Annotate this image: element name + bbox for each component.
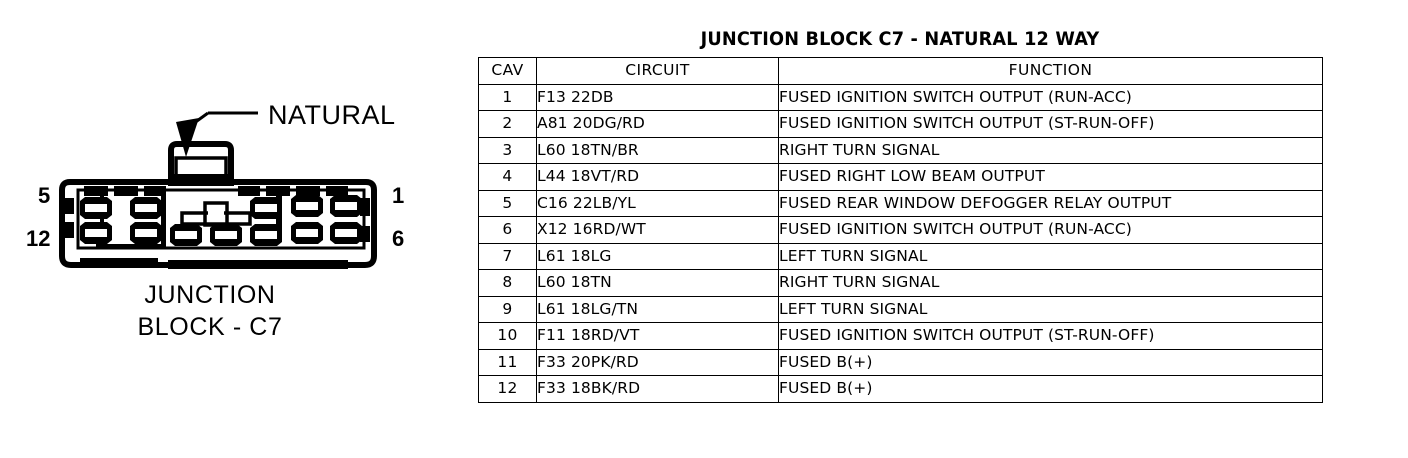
cell-function: FUSED IGNITION SWITCH OUTPUT (ST-RUN-OFF… — [778, 110, 1323, 138]
cavity — [80, 197, 112, 219]
connector-diagram: NATURAL 5 12 1 6 JUNCTION BLOCK - C7 — [0, 0, 460, 458]
connector-caption: JUNCTION BLOCK - C7 — [60, 279, 360, 343]
cell-circuit: L60 18TN/BR — [536, 136, 779, 164]
cell-function: RIGHT TURN SIGNAL — [778, 269, 1323, 297]
pin-marker-6: 6 — [392, 226, 405, 251]
cell-cav: 5 — [478, 189, 537, 217]
cavity — [210, 224, 242, 246]
cavity — [291, 195, 323, 217]
cavity — [330, 195, 362, 217]
column-header-circuit: CIRCUIT — [536, 57, 779, 85]
cavity — [170, 224, 202, 246]
cell-cav: 6 — [478, 216, 537, 244]
connector-caption-line-1: JUNCTION — [144, 281, 276, 309]
pin-marker-12: 12 — [26, 226, 51, 251]
pin-marker-1: 1 — [392, 183, 405, 208]
cavity — [130, 197, 162, 219]
connector-caption-line-2: BLOCK - C7 — [137, 313, 283, 341]
cell-cav: 7 — [478, 242, 537, 270]
connector-face-drawing — [59, 111, 377, 269]
cell-circuit: F33 20PK/RD — [536, 348, 779, 376]
cell-function: FUSED IGNITION SWITCH OUTPUT (RUN-ACC) — [778, 216, 1323, 244]
column-header-function: FUNCTION — [778, 57, 1323, 85]
cavity-row-upper — [80, 195, 362, 219]
cell-function: RIGHT TURN SIGNAL — [778, 136, 1323, 164]
pinout-panel: JUNCTION BLOCK C7 - NATURAL 12 WAY CAV C… — [478, 28, 1323, 403]
cell-function: FUSED IGNITION SWITCH OUTPUT (RUN-ACC) — [778, 83, 1323, 111]
cell-cav: 4 — [478, 163, 537, 191]
cavity — [250, 224, 282, 246]
pinout-table-title: JUNCTION BLOCK C7 - NATURAL 12 WAY — [700, 28, 1100, 50]
cell-function: FUSED B(+) — [778, 348, 1323, 376]
cavity — [250, 197, 282, 219]
pin-marker-5: 5 — [38, 183, 51, 208]
natural-callout-label: NATURAL — [268, 100, 396, 130]
cell-circuit: F33 18BK/RD — [536, 375, 779, 403]
cell-cav: 8 — [478, 269, 537, 297]
natural-leader-line — [176, 111, 258, 157]
cell-function: FUSED REAR WINDOW DEFOGGER RELAY OUTPUT — [778, 189, 1323, 217]
cell-circuit: L44 18VT/RD — [536, 163, 779, 191]
cell-cav: 12 — [478, 375, 537, 403]
cavity — [330, 222, 362, 244]
cell-circuit: L60 18TN — [536, 269, 779, 297]
keying-block — [180, 201, 252, 227]
cavity-row-lower — [80, 222, 362, 246]
cell-cav: 1 — [478, 83, 537, 111]
cell-circuit: C16 22LB/YL — [536, 189, 779, 217]
cell-circuit: L61 18LG — [536, 242, 779, 270]
cell-function: FUSED IGNITION SWITCH OUTPUT (ST-RUN-OFF… — [778, 322, 1323, 350]
connector-bottom-lip — [80, 258, 348, 269]
cell-circuit: F13 22DB — [536, 83, 779, 111]
cell-circuit: F11 18RD/VT — [536, 322, 779, 350]
cell-cav: 10 — [478, 322, 537, 350]
table-header-row: CAV CIRCUIT FUNCTION — [478, 57, 1323, 85]
cell-cav: 11 — [478, 348, 537, 376]
connector-top-ribs — [84, 186, 348, 196]
connector-side-ribs — [64, 198, 370, 242]
cavity — [130, 222, 162, 244]
cell-function: LEFT TURN SIGNAL — [778, 295, 1323, 323]
cell-circuit: A81 20DG/RD — [536, 110, 779, 138]
cell-cav: 9 — [478, 295, 537, 323]
cell-function: LEFT TURN SIGNAL — [778, 242, 1323, 270]
cell-circuit: L61 18LG/TN — [536, 295, 779, 323]
cell-cav: 2 — [478, 110, 537, 138]
cell-function: FUSED RIGHT LOW BEAM OUTPUT — [778, 163, 1323, 191]
cell-cav: 3 — [478, 136, 537, 164]
cavity — [80, 222, 112, 244]
cell-circuit: X12 16RD/WT — [536, 216, 779, 244]
cell-function: FUSED B(+) — [778, 375, 1323, 403]
column-header-cav: CAV — [478, 57, 537, 85]
cavity — [291, 222, 323, 244]
